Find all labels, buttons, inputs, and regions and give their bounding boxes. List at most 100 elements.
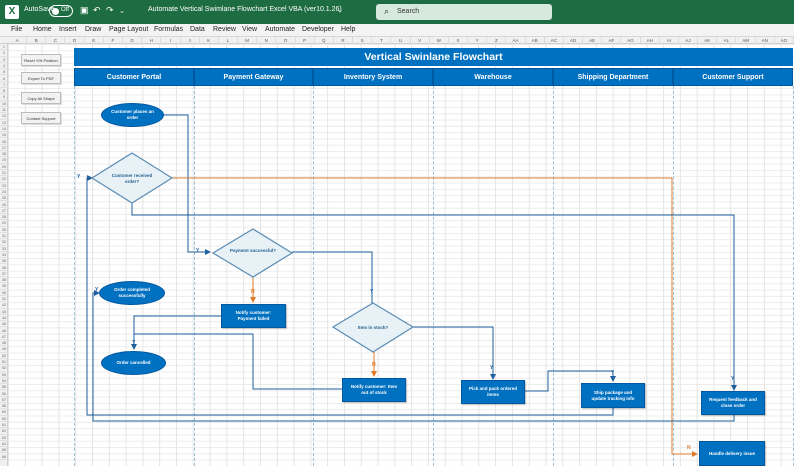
row-header[interactable]: 19	[0, 157, 8, 164]
redo-icon[interactable]: ↷	[106, 5, 114, 15]
column-header-an[interactable]: AN	[756, 37, 775, 44]
lane-header-inventory-system[interactable]: Inventory System	[313, 68, 433, 86]
autosave-toggle[interactable]: Off	[49, 5, 73, 17]
export-to-pdf-button[interactable]: Export To PDF	[21, 72, 61, 84]
decision-customer-received[interactable]: Customer received order?	[111, 173, 153, 184]
row-header[interactable]: 17	[0, 145, 8, 152]
column-header-o[interactable]: O	[276, 37, 296, 44]
row-header[interactable]: 15	[0, 132, 8, 139]
column-header-x[interactable]: X	[449, 37, 469, 44]
title-chevron-icon[interactable]: ⌄	[337, 7, 343, 14]
process-handle-delivery-issue[interactable]: Handle delivery issue	[699, 441, 765, 466]
column-header-d[interactable]: D	[66, 37, 85, 44]
row-header[interactable]: 52	[0, 365, 8, 372]
row-header[interactable]: 40	[0, 290, 8, 296]
process-notify-payment-failed[interactable]: Notify customer: Payment failed	[221, 304, 286, 328]
row-header[interactable]: 9	[0, 94, 8, 101]
column-header-aj[interactable]: AJ	[679, 37, 699, 44]
row-header[interactable]: 36	[0, 265, 8, 271]
column-header-ab[interactable]: AB	[526, 37, 545, 44]
row-header[interactable]: 16	[0, 139, 8, 145]
row-header[interactable]: 53	[0, 372, 8, 378]
row-header[interactable]: 57	[0, 397, 8, 404]
row-header[interactable]: 33	[0, 246, 8, 252]
row-header[interactable]: 62	[0, 428, 8, 435]
column-header-c[interactable]: C	[46, 37, 66, 44]
row-header[interactable]: 7	[0, 82, 8, 89]
process-pick-and-pack[interactable]: Pick and pack ordered items	[461, 380, 525, 404]
row-header[interactable]: 24	[0, 189, 8, 196]
column-header-w[interactable]: W	[430, 37, 449, 44]
row-header[interactable]: 47	[0, 334, 8, 341]
column-header-ac[interactable]: AC	[545, 37, 564, 44]
row-header[interactable]: 11	[0, 107, 8, 114]
column-header-ah[interactable]: AH	[641, 37, 660, 44]
menu-help[interactable]: Help	[341, 26, 356, 33]
row-header[interactable]: 42	[0, 302, 8, 309]
lane-header-customer-support[interactable]: Customer Support	[673, 68, 793, 86]
row-header[interactable]: 35	[0, 258, 8, 265]
row-header[interactable]: 12	[0, 113, 8, 120]
row-header[interactable]: 5	[0, 69, 8, 76]
row-header[interactable]: 43	[0, 309, 8, 315]
row-header[interactable]: 27	[0, 208, 8, 215]
row-header[interactable]: 10	[0, 101, 8, 107]
column-header-p[interactable]: P	[296, 37, 315, 44]
column-header-i[interactable]: I	[161, 37, 181, 44]
row-header[interactable]: 38	[0, 277, 8, 284]
column-header-ai[interactable]: AI	[660, 37, 679, 44]
row-header[interactable]: 60	[0, 416, 8, 422]
menu-page-layout[interactable]: Page Layout	[109, 26, 149, 33]
copy-all-shape-button[interactable]: Copy All Shape	[21, 92, 61, 104]
row-header[interactable]: 55	[0, 384, 8, 391]
row-header[interactable]: 37	[0, 271, 8, 278]
row-header[interactable]: 54	[0, 378, 8, 385]
column-header-h[interactable]: H	[142, 37, 162, 44]
lane-header-payment-gateway[interactable]: Payment Gateway	[194, 68, 313, 86]
column-header-m[interactable]: M	[238, 37, 258, 44]
row-header[interactable]: 22	[0, 176, 8, 183]
menu-draw[interactable]: Draw	[85, 26, 102, 33]
column-header-t[interactable]: T	[372, 37, 392, 44]
customize-chevron-icon[interactable]: ⌄	[119, 8, 125, 15]
column-header-g[interactable]: G	[123, 37, 143, 44]
column-header-y[interactable]: Y	[468, 37, 488, 44]
row-header[interactable]: 25	[0, 195, 8, 202]
row-header[interactable]: 34	[0, 252, 8, 259]
menu-developer[interactable]: Developer	[302, 26, 334, 33]
row-header[interactable]: 44	[0, 315, 8, 322]
row-header[interactable]: 66	[0, 454, 8, 460]
row-header[interactable]: 29	[0, 220, 8, 227]
menu-review[interactable]: Review	[213, 26, 236, 33]
flowchart-title[interactable]: Vertical Swinlane Flowchart	[74, 48, 793, 66]
row-header[interactable]: 3	[0, 57, 8, 63]
column-header-j[interactable]: J	[181, 37, 200, 44]
row-header[interactable]: 20	[0, 164, 8, 170]
row-header[interactable]: 6	[0, 76, 8, 82]
row-header[interactable]: 1	[0, 44, 8, 51]
column-header-aa[interactable]: AA	[506, 37, 526, 44]
row-header[interactable]: 28	[0, 214, 8, 221]
column-header-ak[interactable]: AK	[698, 37, 718, 44]
decision-payment-successful[interactable]: Payment successful?	[229, 248, 277, 253]
row-header[interactable]: 41	[0, 296, 8, 303]
process-ship-package[interactable]: Ship package and update tracking info	[581, 383, 645, 408]
column-header-v[interactable]: V	[411, 37, 430, 44]
column-header-ag[interactable]: AG	[621, 37, 641, 44]
row-header[interactable]: 51	[0, 359, 8, 366]
end-order-completed[interactable]: Order completed successfully	[99, 281, 165, 305]
menu-view[interactable]: View	[242, 26, 258, 33]
column-header-ad[interactable]: AD	[564, 37, 584, 44]
row-header[interactable]: 56	[0, 391, 8, 397]
row-header[interactable]: 26	[0, 202, 8, 208]
column-header-s[interactable]: S	[353, 37, 373, 44]
row-header[interactable]: 31	[0, 233, 8, 240]
row-header[interactable]: 18	[0, 151, 8, 158]
row-header[interactable]: 45	[0, 321, 8, 328]
save-icon[interactable]: ▣	[80, 5, 89, 15]
row-header[interactable]: 30	[0, 227, 8, 233]
process-request-feedback[interactable]: Request feedback and close order	[701, 391, 765, 415]
row-header[interactable]: 61	[0, 422, 8, 429]
column-header-af[interactable]: AF	[602, 37, 622, 44]
menu-formulas[interactable]: Formulas	[154, 26, 184, 33]
